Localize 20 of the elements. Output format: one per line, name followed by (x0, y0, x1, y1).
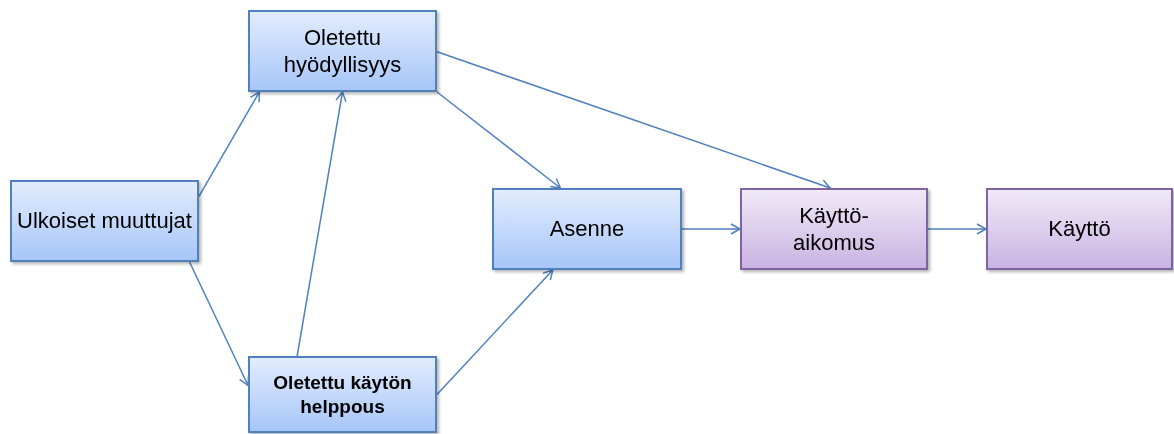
arrow (681, 223, 741, 235)
box-label: Asenne (549, 215, 625, 243)
arrow (436, 269, 554, 396)
arrow (436, 91, 562, 189)
arrow (188, 261, 250, 386)
box-label: Oletettu käytön helppous (272, 370, 413, 419)
process-box (492, 188, 682, 270)
box-label: Ulkoiset muuttujat (17, 207, 192, 235)
process-box (740, 188, 928, 270)
box-label: Käyttö- aikomus (792, 201, 876, 257)
arrow (296, 91, 347, 357)
arrow (198, 91, 261, 198)
arrow (927, 223, 987, 235)
process-box (10, 180, 199, 262)
process-box (248, 356, 437, 433)
box-label: Oletettu hyödyllisyys (282, 23, 403, 79)
box-label: Käyttö (1048, 215, 1111, 243)
arrow (436, 51, 831, 191)
process-box (986, 188, 1173, 270)
process-box (248, 10, 437, 92)
